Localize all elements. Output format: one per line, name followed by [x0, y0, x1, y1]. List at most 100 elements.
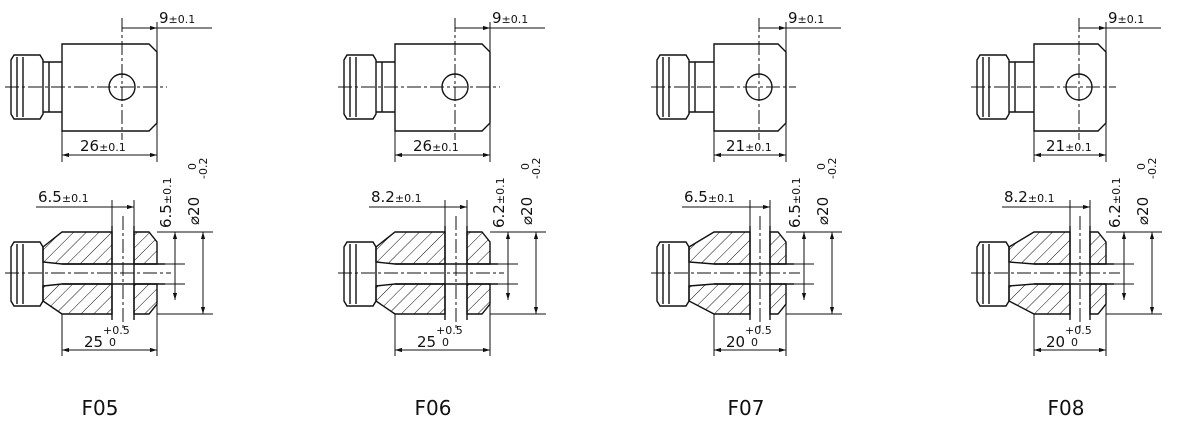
dim-bore-depth: 25	[417, 333, 436, 351]
dim-slot-height: 6.5±0.1	[786, 177, 804, 228]
dim-slot-height: 6.2±0.1	[490, 177, 508, 228]
dim-diameter-upper: 0	[519, 163, 532, 170]
dim-top-length: 21±0.1	[1046, 137, 1092, 155]
dim-slot-width-tolerance: ±0.1	[395, 192, 422, 205]
hatched-region	[42, 231, 113, 265]
drawing-f08: 9±0.121±0.18.2±0.16.2±0.1⌀20-0.2020+0.50…	[971, 9, 1162, 420]
drawing-f05: 9±0.126±0.16.5±0.16.5±0.1⌀20-0.2025+0.50…	[5, 9, 213, 420]
dim-bore-depth-lower: 0	[1071, 336, 1078, 349]
hatched-region	[466, 283, 491, 315]
dim-bore-depth-upper: +0.5	[103, 324, 130, 337]
dim-slot-height-value: 6.5	[157, 204, 175, 228]
hatched-region	[42, 283, 113, 315]
dim-top-offset: 9±0.1	[788, 9, 824, 27]
drawing-caption: F05	[82, 396, 119, 420]
dim-top-length-value: 21	[726, 137, 745, 155]
dim-bore-depth: 25	[84, 333, 103, 351]
dim-diameter: ⌀20	[814, 197, 832, 225]
dim-top-length: 26±0.1	[80, 137, 126, 155]
section-threaded-head	[656, 241, 690, 307]
threaded-head	[976, 54, 1010, 120]
dim-slot-width-value: 8.2	[1004, 188, 1028, 206]
hatched-region	[769, 283, 787, 315]
hatched-region	[1008, 231, 1071, 265]
dim-slot-height-tolerance: ±0.1	[1110, 177, 1123, 204]
dim-diameter-upper: 0	[186, 163, 199, 170]
drawing-caption: F08	[1048, 396, 1085, 420]
dim-top-length-value: 21	[1046, 137, 1065, 155]
threaded-head	[656, 54, 690, 120]
dim-slot-width: 8.2±0.1	[1004, 188, 1055, 206]
dim-slot-height-value: 6.5	[786, 204, 804, 228]
dim-bore-depth-lower: 0	[109, 336, 116, 349]
dim-top-offset-value: 9	[159, 9, 169, 27]
section-threaded-head	[976, 241, 1010, 307]
dim-diameter-upper: 0	[815, 163, 828, 170]
drawing-caption: F06	[415, 396, 452, 420]
hatched-region	[1089, 283, 1107, 315]
dim-top-length-value: 26	[413, 137, 432, 155]
threaded-head	[343, 54, 377, 120]
dim-bore-depth: 20	[726, 333, 745, 351]
dim-diameter-lower: -0.2	[826, 158, 839, 179]
hatched-region	[375, 283, 446, 315]
dim-top-offset-tolerance: ±0.1	[798, 13, 825, 26]
hatched-region	[1089, 231, 1107, 265]
dim-slot-height-tolerance: ±0.1	[494, 177, 507, 204]
dim-top-length-tolerance: ±0.1	[432, 141, 459, 154]
dim-diameter: ⌀20	[1134, 197, 1152, 225]
dim-diameter-value: ⌀20	[185, 197, 203, 225]
drawing-f07: 9±0.121±0.16.5±0.16.5±0.1⌀20-0.2020+0.50…	[651, 9, 842, 420]
threaded-head	[10, 54, 44, 120]
dim-top-offset-tolerance: ±0.1	[169, 13, 196, 26]
dim-top-offset: 9±0.1	[159, 9, 195, 27]
dim-slot-width: 6.5±0.1	[684, 188, 735, 206]
dim-top-length-tolerance: ±0.1	[745, 141, 772, 154]
section-threaded-head	[343, 241, 377, 307]
dim-slot-width: 6.5±0.1	[38, 188, 89, 206]
dim-top-length-tolerance: ±0.1	[99, 141, 126, 154]
hatched-region	[133, 283, 158, 315]
hatched-region	[769, 231, 787, 265]
dim-bore-depth-upper: +0.5	[1065, 324, 1092, 337]
dim-top-offset: 9±0.1	[492, 9, 528, 27]
hatched-region	[688, 283, 751, 315]
hatched-region	[688, 231, 751, 265]
dim-diameter-value: ⌀20	[1134, 197, 1152, 225]
section-threaded-head	[10, 241, 44, 307]
dim-slot-height: 6.2±0.1	[1106, 177, 1124, 228]
dim-diameter-upper: 0	[1135, 163, 1148, 170]
dim-bore-depth-upper: +0.5	[436, 324, 463, 337]
dim-slot-width: 8.2±0.1	[371, 188, 422, 206]
dim-diameter-value: ⌀20	[518, 197, 536, 225]
dim-top-offset-value: 9	[1108, 9, 1118, 27]
dim-top-length: 26±0.1	[413, 137, 459, 155]
drawing-f06: 9±0.126±0.18.2±0.16.2±0.1⌀20-0.2025+0.50…	[338, 9, 546, 420]
dim-slot-width-tolerance: ±0.1	[1028, 192, 1055, 205]
dim-slot-width-value: 6.5	[38, 188, 62, 206]
dim-slot-height-value: 6.2	[490, 204, 508, 228]
dim-slot-height-tolerance: ±0.1	[790, 177, 803, 204]
dim-diameter-lower: -0.2	[530, 158, 543, 179]
dim-slot-width-tolerance: ±0.1	[708, 192, 735, 205]
top-view: 9±0.126±0.1	[338, 9, 545, 162]
dim-diameter: ⌀20	[518, 197, 536, 225]
top-view: 9±0.126±0.1	[5, 9, 212, 162]
dim-bore-depth-upper: +0.5	[745, 324, 772, 337]
hatched-region	[466, 231, 491, 265]
dim-bore-depth-lower: 0	[751, 336, 758, 349]
dim-diameter-lower: -0.2	[197, 158, 210, 179]
dim-bore-depth-lower: 0	[442, 336, 449, 349]
dim-bore-depth: 20	[1046, 333, 1065, 351]
dim-top-length: 21±0.1	[726, 137, 772, 155]
dim-slot-width-value: 8.2	[371, 188, 395, 206]
top-view: 9 ±0.121±0.1	[971, 9, 1161, 162]
dim-top-length-tolerance: ±0.1	[1065, 141, 1092, 154]
dim-top-offset-tolerance: ±0.1	[502, 13, 529, 26]
hatched-region	[133, 231, 158, 265]
top-view: 9±0.121±0.1	[651, 9, 841, 162]
drawing-caption: F07	[728, 396, 765, 420]
